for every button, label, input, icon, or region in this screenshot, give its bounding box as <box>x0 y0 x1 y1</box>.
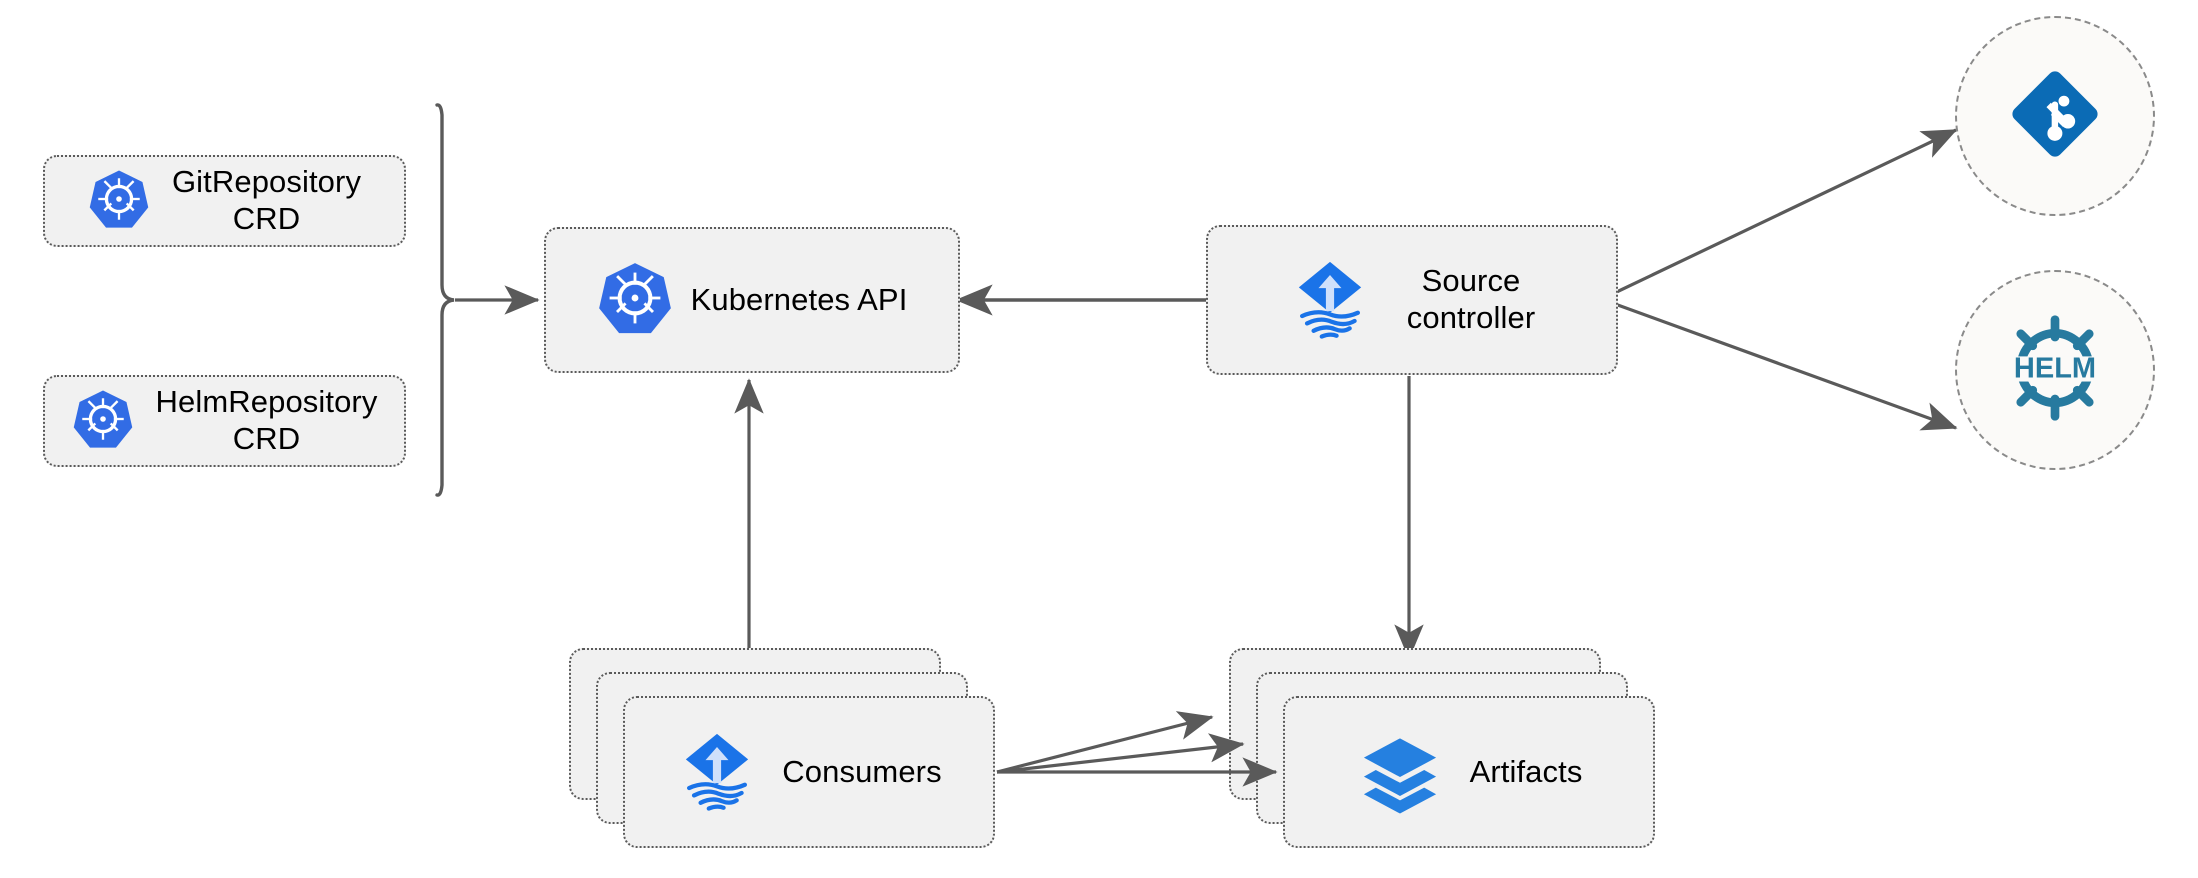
node-label: Artifacts <box>1469 753 1583 789</box>
node-helm-endpoint[interactable]: HELM <box>1955 270 2155 470</box>
node-label: GitRepository CRD <box>171 164 362 236</box>
node-kubernetes-api[interactable]: Kubernetes API <box>544 227 960 373</box>
helm-icon: HELM <box>1997 310 2113 431</box>
node-source-controller[interactable]: Source controller <box>1206 225 1618 375</box>
node-helm-repository-crd[interactable]: HelmRepository CRD <box>43 375 406 467</box>
layers-icon <box>1356 726 1444 819</box>
git-icon <box>2003 62 2107 171</box>
node-git-endpoint[interactable] <box>1955 16 2155 216</box>
node-label: HelmRepository CRD <box>155 384 378 456</box>
arrow-source-controller-to-git <box>1603 128 1958 300</box>
node-label: Source controller <box>1406 263 1536 335</box>
arrow-source-controller-to-helm <box>1603 298 1958 431</box>
node-git-repository-crd[interactable]: GitRepository CRD <box>43 155 406 247</box>
node-consumers[interactable]: Consumers <box>623 696 995 848</box>
arrow-consumers-to-artifacts-back <box>996 711 1214 774</box>
crd-group-brace <box>435 103 455 497</box>
node-artifacts[interactable]: Artifacts <box>1283 696 1655 848</box>
kubernetes-icon <box>88 168 150 235</box>
kubernetes-icon <box>597 260 673 341</box>
node-label: Consumers <box>782 753 942 789</box>
node-label: Kubernetes API <box>690 281 908 317</box>
helm-wordmark: HELM <box>2014 352 2096 384</box>
kubernetes-icon <box>72 388 134 455</box>
flux-icon <box>676 729 758 816</box>
flux-icon <box>1289 257 1371 344</box>
arrow-consumers-to-artifacts-middle <box>996 733 1245 774</box>
